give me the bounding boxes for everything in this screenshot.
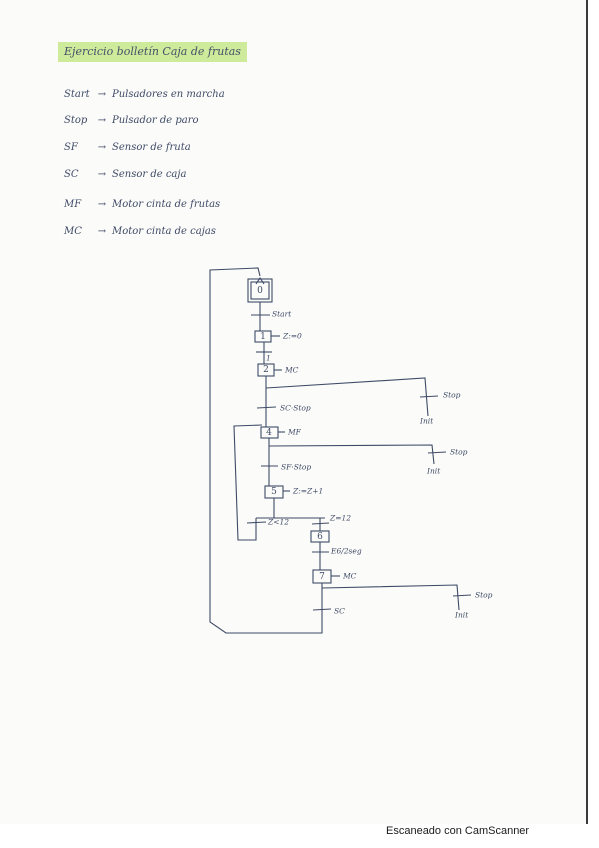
arrow-icon: →	[97, 226, 107, 237]
init-label: Init	[454, 611, 469, 620]
step-number: 4	[266, 428, 272, 438]
arrow-icon: →	[97, 199, 107, 210]
page-title: Ejercicio bolletín Caja de frutas	[58, 42, 247, 62]
legend-key: Stop	[64, 115, 88, 126]
legend-item: MC → Motor cinta de cajas	[64, 223, 216, 241]
legend-key: MF	[64, 199, 82, 210]
legend-key: MC	[64, 226, 82, 237]
arrow-icon: →	[97, 115, 107, 126]
action-label: Z:=0	[282, 332, 302, 341]
initial-step	[247, 278, 273, 303]
legend-item: SF → Sensor de fruta	[64, 139, 191, 157]
transition-bar	[246, 521, 267, 524]
transition-bar	[311, 522, 330, 525]
transition-label: SC·Stop	[280, 404, 311, 413]
stop-branch	[265, 377, 429, 417]
legend-desc: Motor cinta de cajas	[112, 226, 216, 237]
action-label: MF	[287, 428, 302, 437]
transition-label: SF·Stop	[281, 463, 311, 472]
stop-branch	[268, 444, 435, 465]
step-number: 1	[260, 332, 266, 342]
legend-desc: Pulsador de paro	[112, 115, 199, 126]
legend-key: SF	[64, 142, 78, 153]
action-label: Z:=Z+1	[292, 487, 323, 496]
init-label: Init	[426, 467, 441, 476]
legend-key: SC	[64, 169, 79, 180]
transition-bar	[427, 451, 447, 454]
legend-item: Start → Pulsadores en marcha	[64, 86, 225, 104]
action-label: MC	[342, 572, 357, 581]
transition-bar	[256, 406, 277, 409]
transition-label: SC	[334, 607, 345, 616]
transition-label: Z=12	[329, 514, 351, 523]
transition-label: E6/2seg	[330, 547, 362, 556]
step-number: 2	[263, 365, 269, 375]
legend-item: MF → Motor cinta de frutas	[64, 196, 220, 214]
stop-label: Stop	[450, 448, 468, 457]
arrow-icon: →	[97, 169, 107, 180]
step-number: 7	[319, 572, 325, 582]
transition-bar	[419, 395, 439, 398]
init-label: Init	[419, 417, 434, 426]
scanned-page	[586, 0, 588, 824]
transition-label: 1	[266, 354, 271, 363]
transition-label: Z<12	[267, 518, 289, 527]
stop-branch	[321, 584, 460, 611]
step	[264, 485, 284, 499]
legend-desc: Sensor de fruta	[112, 142, 191, 153]
return-link	[209, 267, 323, 634]
arrow-icon: →	[97, 89, 107, 100]
transition-bar	[312, 608, 332, 611]
step-number: 6	[317, 532, 323, 542]
step-number: 0	[257, 286, 263, 296]
stop-label: Stop	[443, 391, 461, 400]
legend-item: SC → Sensor de caja	[64, 166, 186, 184]
legend-desc: Pulsadores en marcha	[112, 89, 225, 100]
legend-desc: Motor cinta de frutas	[112, 199, 221, 210]
legend-desc: Sensor de caja	[112, 169, 187, 180]
legend-key: Start	[64, 89, 90, 100]
step	[310, 530, 330, 543]
arrow-icon: →	[97, 142, 107, 153]
legend-item: Stop → Pulsador de paro	[64, 112, 199, 130]
transition-bar	[452, 594, 472, 597]
scanner-watermark: Escaneado con CamScanner	[386, 825, 530, 837]
return-link	[233, 424, 263, 541]
stop-label: Stop	[475, 591, 493, 600]
step-number: 5	[271, 487, 277, 497]
initial-step-inner	[250, 281, 270, 300]
action-label: MC	[284, 366, 299, 375]
transition-label: Start	[272, 310, 292, 319]
